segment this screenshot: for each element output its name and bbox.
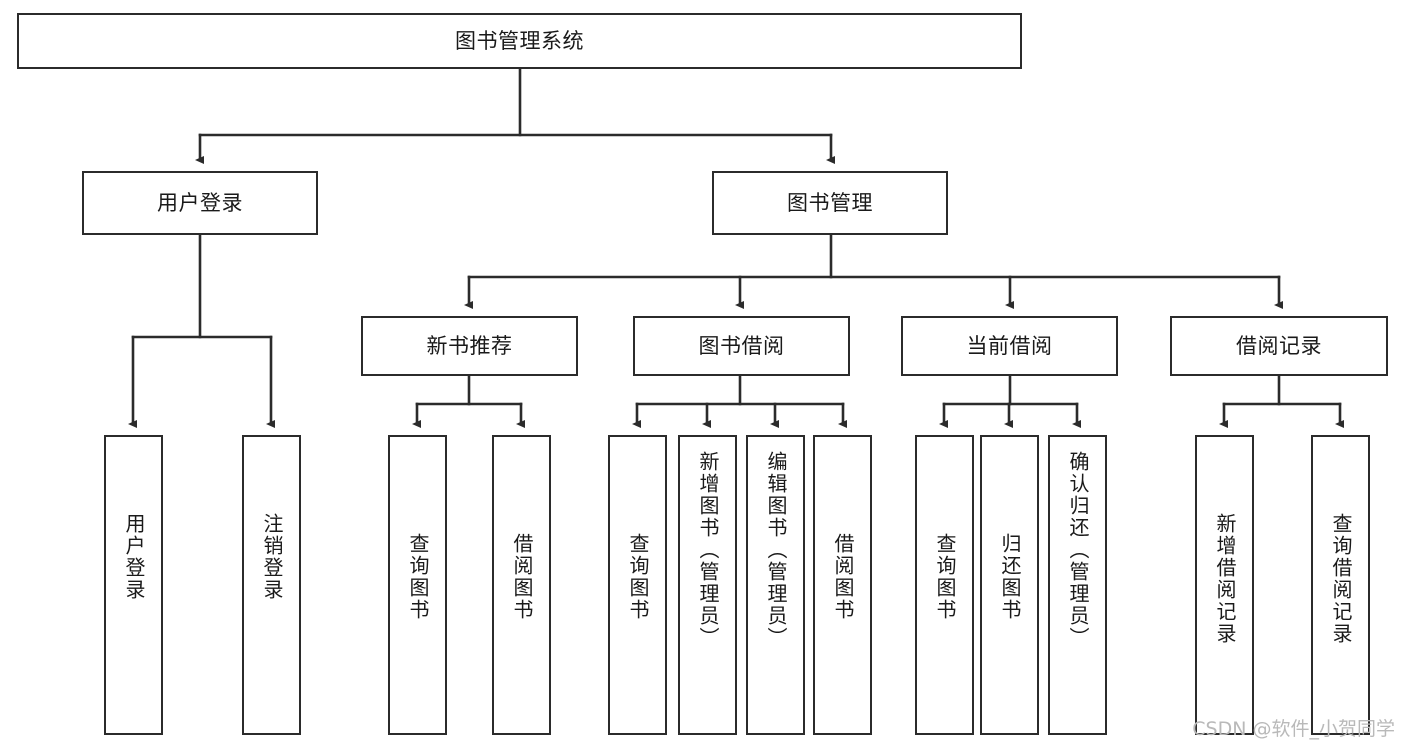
leaf-book-borrow-add-book-admin[interactable]: 新增图书（管理员） [678, 435, 737, 735]
node-label: 注销登录 [260, 513, 284, 601]
node-label: 用户登录 [157, 190, 243, 215]
leaf-current-borrow-query-book[interactable]: 查询图书 [915, 435, 974, 735]
leaf-new-book-query-book[interactable]: 查询图书 [388, 435, 447, 735]
node-label: 当前借阅 [966, 333, 1053, 358]
node-new-book-recommend[interactable]: 新书推荐 [361, 316, 578, 376]
node-label: 新书推荐 [426, 333, 513, 358]
node-label: 图书管理 [787, 190, 873, 215]
node-label: 查询借阅记录 [1329, 513, 1353, 645]
node-user-login[interactable]: 用户登录 [82, 171, 318, 235]
node-label: 借阅图书 [510, 533, 534, 621]
node-label: 查询图书 [406, 533, 430, 621]
leaf-book-borrow-query-book[interactable]: 查询图书 [608, 435, 667, 735]
node-root-book-management-system[interactable]: 图书管理系统 [17, 13, 1022, 69]
node-label: 用户登录 [122, 513, 146, 601]
node-book-borrow[interactable]: 图书借阅 [633, 316, 850, 376]
node-label: 确认归还（管理员） [1066, 451, 1090, 649]
leaf-user-login-logout[interactable]: 注销登录 [242, 435, 301, 735]
node-label: 图书借阅 [698, 333, 785, 358]
leaf-borrow-record-query-record[interactable]: 查询借阅记录 [1311, 435, 1370, 735]
leaf-book-borrow-edit-book-admin[interactable]: 编辑图书（管理员） [746, 435, 805, 735]
node-label: 借阅记录 [1236, 333, 1322, 358]
watermark-text: CSDN @软件_小贺同学 [1192, 718, 1395, 740]
node-label: 借阅图书 [831, 533, 855, 621]
leaf-new-book-borrow-book[interactable]: 借阅图书 [492, 435, 551, 735]
node-label: 编辑图书（管理员） [764, 451, 788, 649]
node-label: 图书管理系统 [455, 28, 584, 53]
node-label: 新增图书（管理员） [696, 451, 720, 649]
leaf-user-login-login[interactable]: 用户登录 [104, 435, 163, 735]
node-book-management[interactable]: 图书管理 [712, 171, 948, 235]
leaf-borrow-record-add-record[interactable]: 新增借阅记录 [1195, 435, 1254, 735]
leaf-book-borrow-borrow-book[interactable]: 借阅图书 [813, 435, 872, 735]
node-label: 查询图书 [626, 533, 650, 621]
node-label: 查询图书 [933, 533, 957, 621]
leaf-current-borrow-confirm-return-admin[interactable]: 确认归还（管理员） [1048, 435, 1107, 735]
node-borrow-record[interactable]: 借阅记录 [1170, 316, 1388, 376]
node-label: 归还图书 [998, 533, 1022, 621]
leaf-current-borrow-return-book[interactable]: 归还图书 [980, 435, 1039, 735]
node-current-borrow[interactable]: 当前借阅 [901, 316, 1118, 376]
node-label: 新增借阅记录 [1213, 513, 1237, 645]
